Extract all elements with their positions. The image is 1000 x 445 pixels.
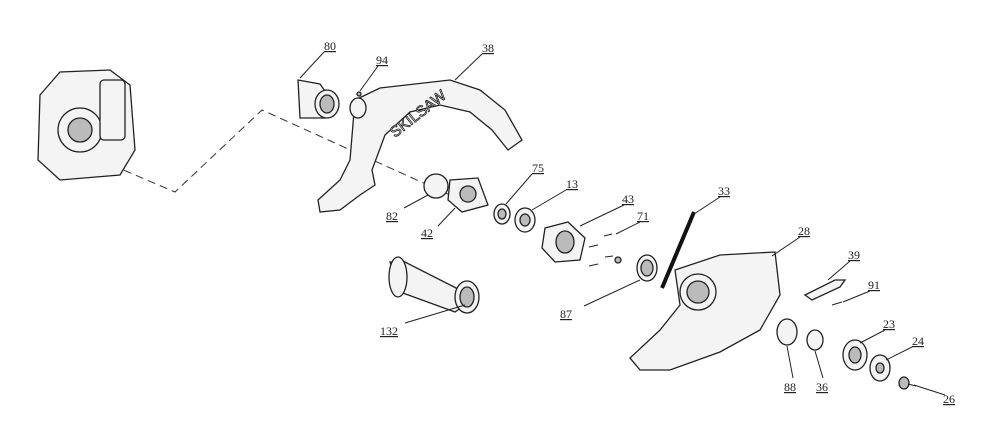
part-24-outer-flange [869,354,891,382]
part-42-bearing-plate [447,177,489,213]
part-75-bearing [493,203,511,225]
part-label-132: 132 [380,324,398,338]
part-label-26: 26 [943,392,955,406]
part-label-28: 28 [798,224,810,238]
part-33-spring [660,211,696,289]
part-38-upper-guard: SKILSAW [317,79,523,213]
part-label-13: 13 [566,177,578,191]
part-label-33: 33 [718,184,730,198]
part-43-bearing-housing [541,221,586,263]
part-13-bearing [514,207,536,233]
part-label-80: 80 [324,39,336,53]
part-label-71: 71 [637,209,649,223]
part-label-88: 88 [784,380,796,394]
part-39-lever [803,279,847,301]
part-28-lower-guard [629,251,781,371]
part-label-42: 42 [421,226,433,240]
part-label-24: 24 [912,334,924,348]
part-label-23: 23 [883,317,895,331]
part-label-94: 94 [376,53,388,67]
part-132-auxiliary-handle [388,256,480,314]
part-71-screws [588,233,622,267]
part-23-inner-flange [842,339,868,371]
part-82-cover-disc [423,173,449,199]
part-label-43: 43 [622,192,634,206]
part-label-87: 87 [560,307,572,321]
part-88-washer [776,318,798,346]
part-87-bushing [636,254,658,282]
part-label-38: 38 [482,41,494,55]
part-label-36: 36 [816,380,828,394]
part-94-screw [356,91,362,97]
part-36-washer [806,329,824,351]
part-26-blade-bolt [898,376,917,390]
part-label-82: 82 [386,209,398,223]
leader-lines [299,51,946,396]
motor-housing [37,69,136,181]
part-80-dust-elbow [297,79,340,119]
part-label-39: 39 [848,248,860,262]
part-label-75: 75 [532,161,544,175]
part-label-91: 91 [868,278,880,292]
part-91-screw [831,301,843,306]
